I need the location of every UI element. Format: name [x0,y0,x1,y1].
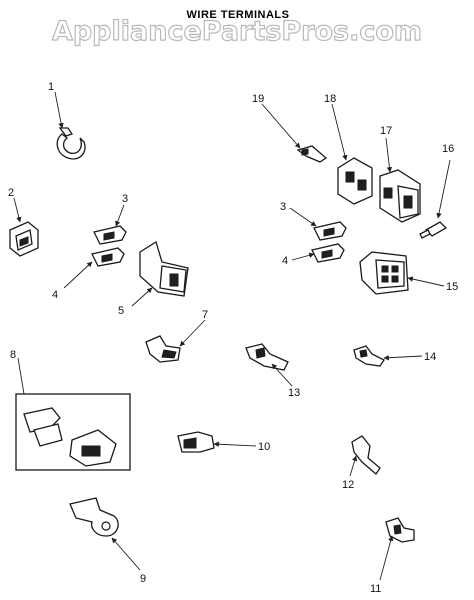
part-7-elbow-connector[interactable] [145,335,181,363]
label-15: 15 [446,281,458,293]
part-4-terminal-right[interactable] [311,243,345,263]
part-2-terminal-block[interactable] [9,221,39,257]
part-13-spade-terminal[interactable] [245,343,289,371]
part-17-plug-housing[interactable] [379,169,421,223]
label-7: 7 [202,309,208,321]
leader-14 [383,355,423,361]
part-5-connector-housing[interactable] [139,240,189,297]
diagram-title: WIRE TERMINALS [187,9,290,21]
label-12: 12 [342,479,354,491]
part-1-clamp[interactable] [56,127,86,160]
leader-1 [54,91,64,129]
label-18: 18 [324,93,336,105]
label-2: 2 [8,187,14,199]
label-16: 16 [442,143,454,155]
label-13: 13 [288,387,300,399]
label-5: 5 [118,305,124,317]
label-4-right: 4 [282,255,288,267]
leader-2 [13,197,22,223]
leader-18 [331,103,348,161]
part-9-ring-terminal[interactable] [69,497,119,537]
leader-10 [213,441,257,447]
leader-4-left [63,261,93,289]
part-15-connector-housing[interactable] [359,251,409,295]
label-17: 17 [380,125,392,137]
leader-17 [385,137,393,173]
watermark: AppliancePartsPros.com [52,16,422,47]
leader-4-right [291,252,315,261]
leader-7 [179,319,206,347]
leader-11 [379,535,394,581]
leader-8 [17,357,25,395]
label-19: 19 [252,93,264,105]
label-1: 1 [48,81,54,93]
part-4-terminal-left[interactable] [91,247,125,267]
part-3-terminal-left[interactable] [93,225,127,245]
leader-9 [111,537,141,571]
label-9: 9 [140,573,146,585]
part-16-pin[interactable] [419,221,448,239]
part-19-pin[interactable] [296,145,328,163]
label-3-left: 3 [122,193,128,205]
part-12-bullet-connector[interactable] [351,435,381,475]
part-11-flag-terminal[interactable] [385,517,415,543]
leader-15 [407,276,445,287]
leader-19 [261,103,301,149]
part-3-terminal-right[interactable] [313,221,347,241]
leader-3-right [289,207,317,227]
leader-16 [436,159,451,219]
part-8-terminal-kit[interactable] [15,393,131,471]
part-18-receptacle-housing[interactable] [337,157,373,205]
leader-3-left [115,204,125,227]
label-10: 10 [258,441,270,453]
label-4-left: 4 [52,289,58,301]
part-10-female-spade[interactable] [177,431,215,453]
label-14: 14 [424,351,436,363]
part-14-spade-terminal[interactable] [353,345,385,367]
leader-12 [349,455,358,477]
leader-5 [131,287,153,307]
leader-13 [271,363,293,387]
label-11: 11 [370,583,381,595]
label-8: 8 [10,349,16,361]
label-3-right: 3 [280,201,286,213]
